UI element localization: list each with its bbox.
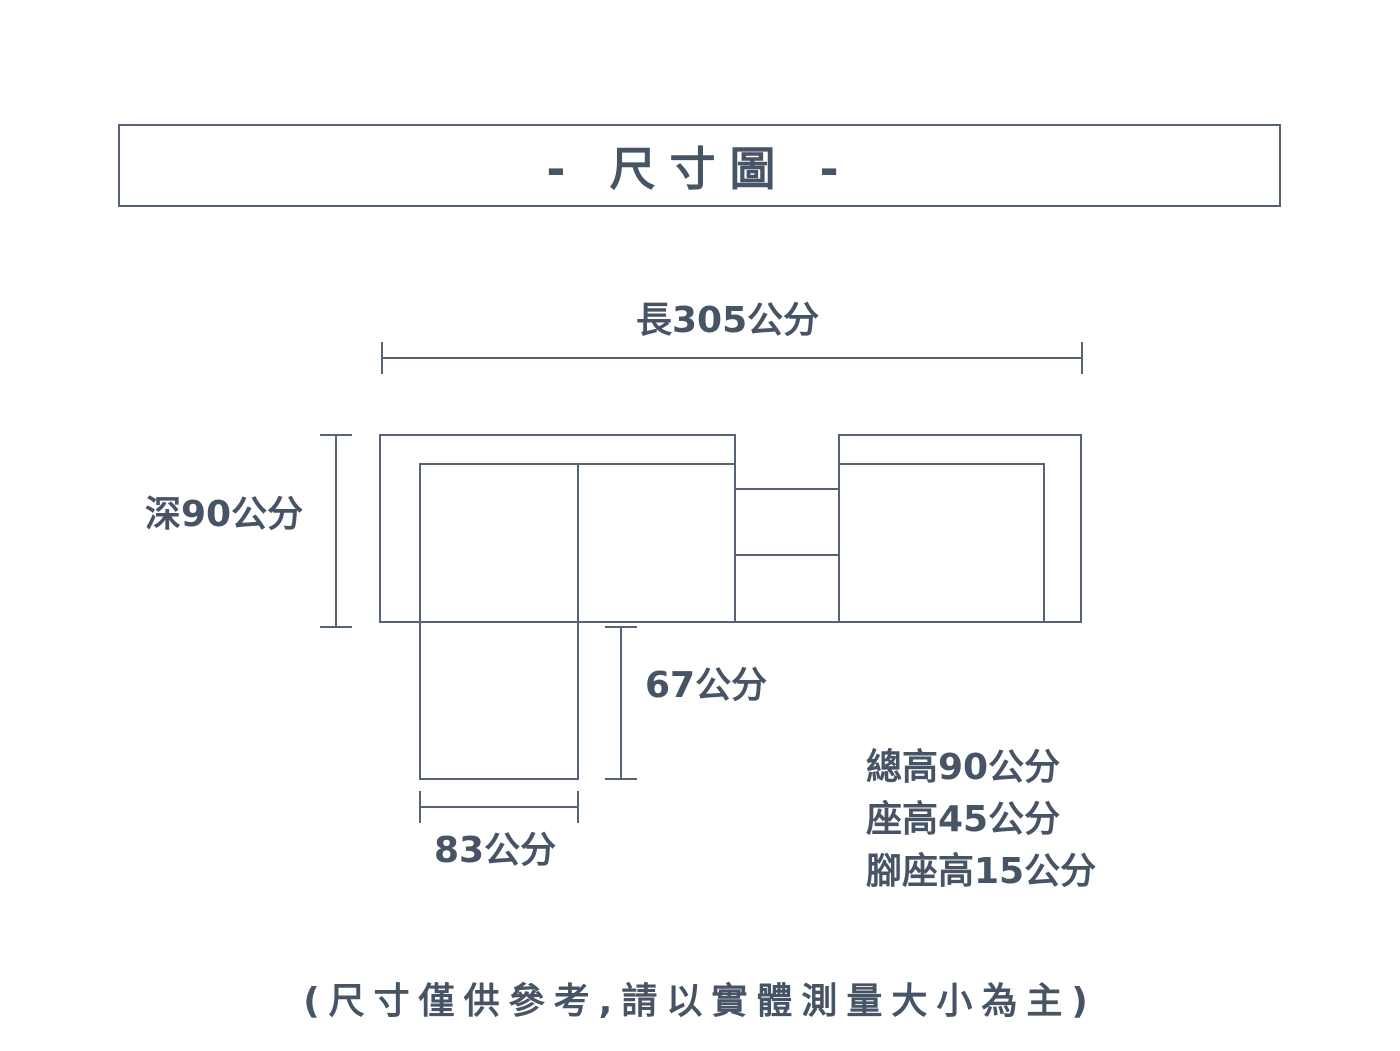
depth-dimension-line — [320, 434, 352, 628]
sofa-right-section — [838, 434, 1082, 623]
depth-label: 深90公分 — [145, 494, 304, 535]
page-title: - 尺寸圖 - — [546, 141, 853, 196]
height-specs: 總高90公分 座高45公分 腳座高15公分 — [866, 742, 1096, 898]
length-dimension-line — [381, 342, 1083, 374]
length-label: 長305公分 — [636, 300, 820, 341]
sofa-middle-console — [734, 488, 840, 623]
chaise-length-label: 67公分 — [645, 665, 768, 706]
title-box: - 尺寸圖 - — [118, 124, 1281, 207]
footnote: (尺寸僅供參考,請以實體測量大小為主) — [303, 981, 1097, 1022]
seat-height-text: 座高45公分 — [866, 799, 1061, 840]
total-height-text: 總高90公分 — [866, 747, 1061, 788]
chaise-width-dimension-line — [419, 791, 579, 823]
sofa-left-section — [379, 434, 736, 780]
chaise-width-label: 83公分 — [434, 830, 557, 871]
chaise-length-dimension-line — [605, 626, 637, 780]
leg-height-text: 腳座高15公分 — [866, 851, 1097, 892]
